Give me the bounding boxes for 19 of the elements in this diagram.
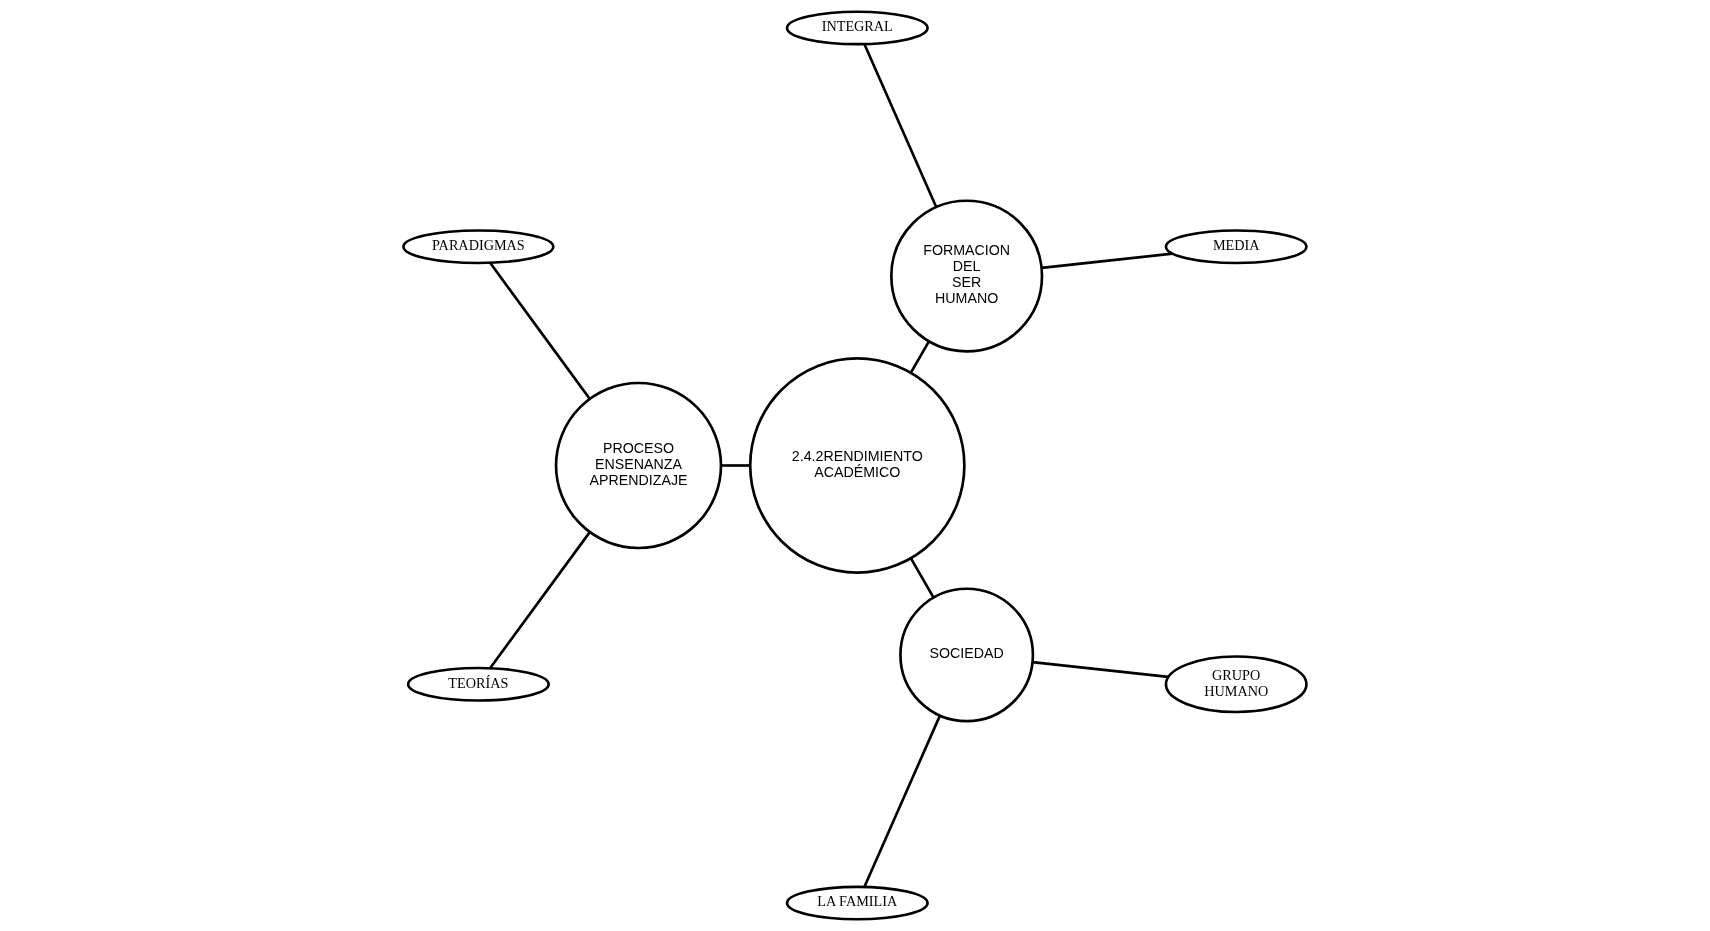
connector [1041, 252, 1173, 270]
connector [909, 340, 930, 374]
node-ellipse: MEDIA [1164, 229, 1308, 265]
node-circle: PROCESO ENSENANZA APRENDIZAJE [554, 381, 723, 550]
node-ellipse: PARADIGMAS [402, 229, 555, 265]
connector [909, 557, 935, 599]
node-ellipse: GRUPO HUMANO [1164, 655, 1308, 714]
node-ellipse: TEORÍAS [406, 666, 550, 702]
node-ellipse: INTEGRAL [785, 10, 929, 46]
connector [489, 262, 591, 400]
connector [489, 531, 591, 669]
node-circle: SOCIEDAD [899, 587, 1035, 723]
node-circle: FORMACION DEL SER HUMANO [890, 199, 1044, 353]
connector [720, 464, 751, 467]
connector [863, 43, 938, 208]
connector [1032, 660, 1169, 679]
connector [863, 715, 942, 888]
node-ellipse: LA FAMILIA [785, 885, 929, 921]
node-circle: 2.4.2RENDIMIENTO ACADÉMICO [748, 357, 966, 574]
